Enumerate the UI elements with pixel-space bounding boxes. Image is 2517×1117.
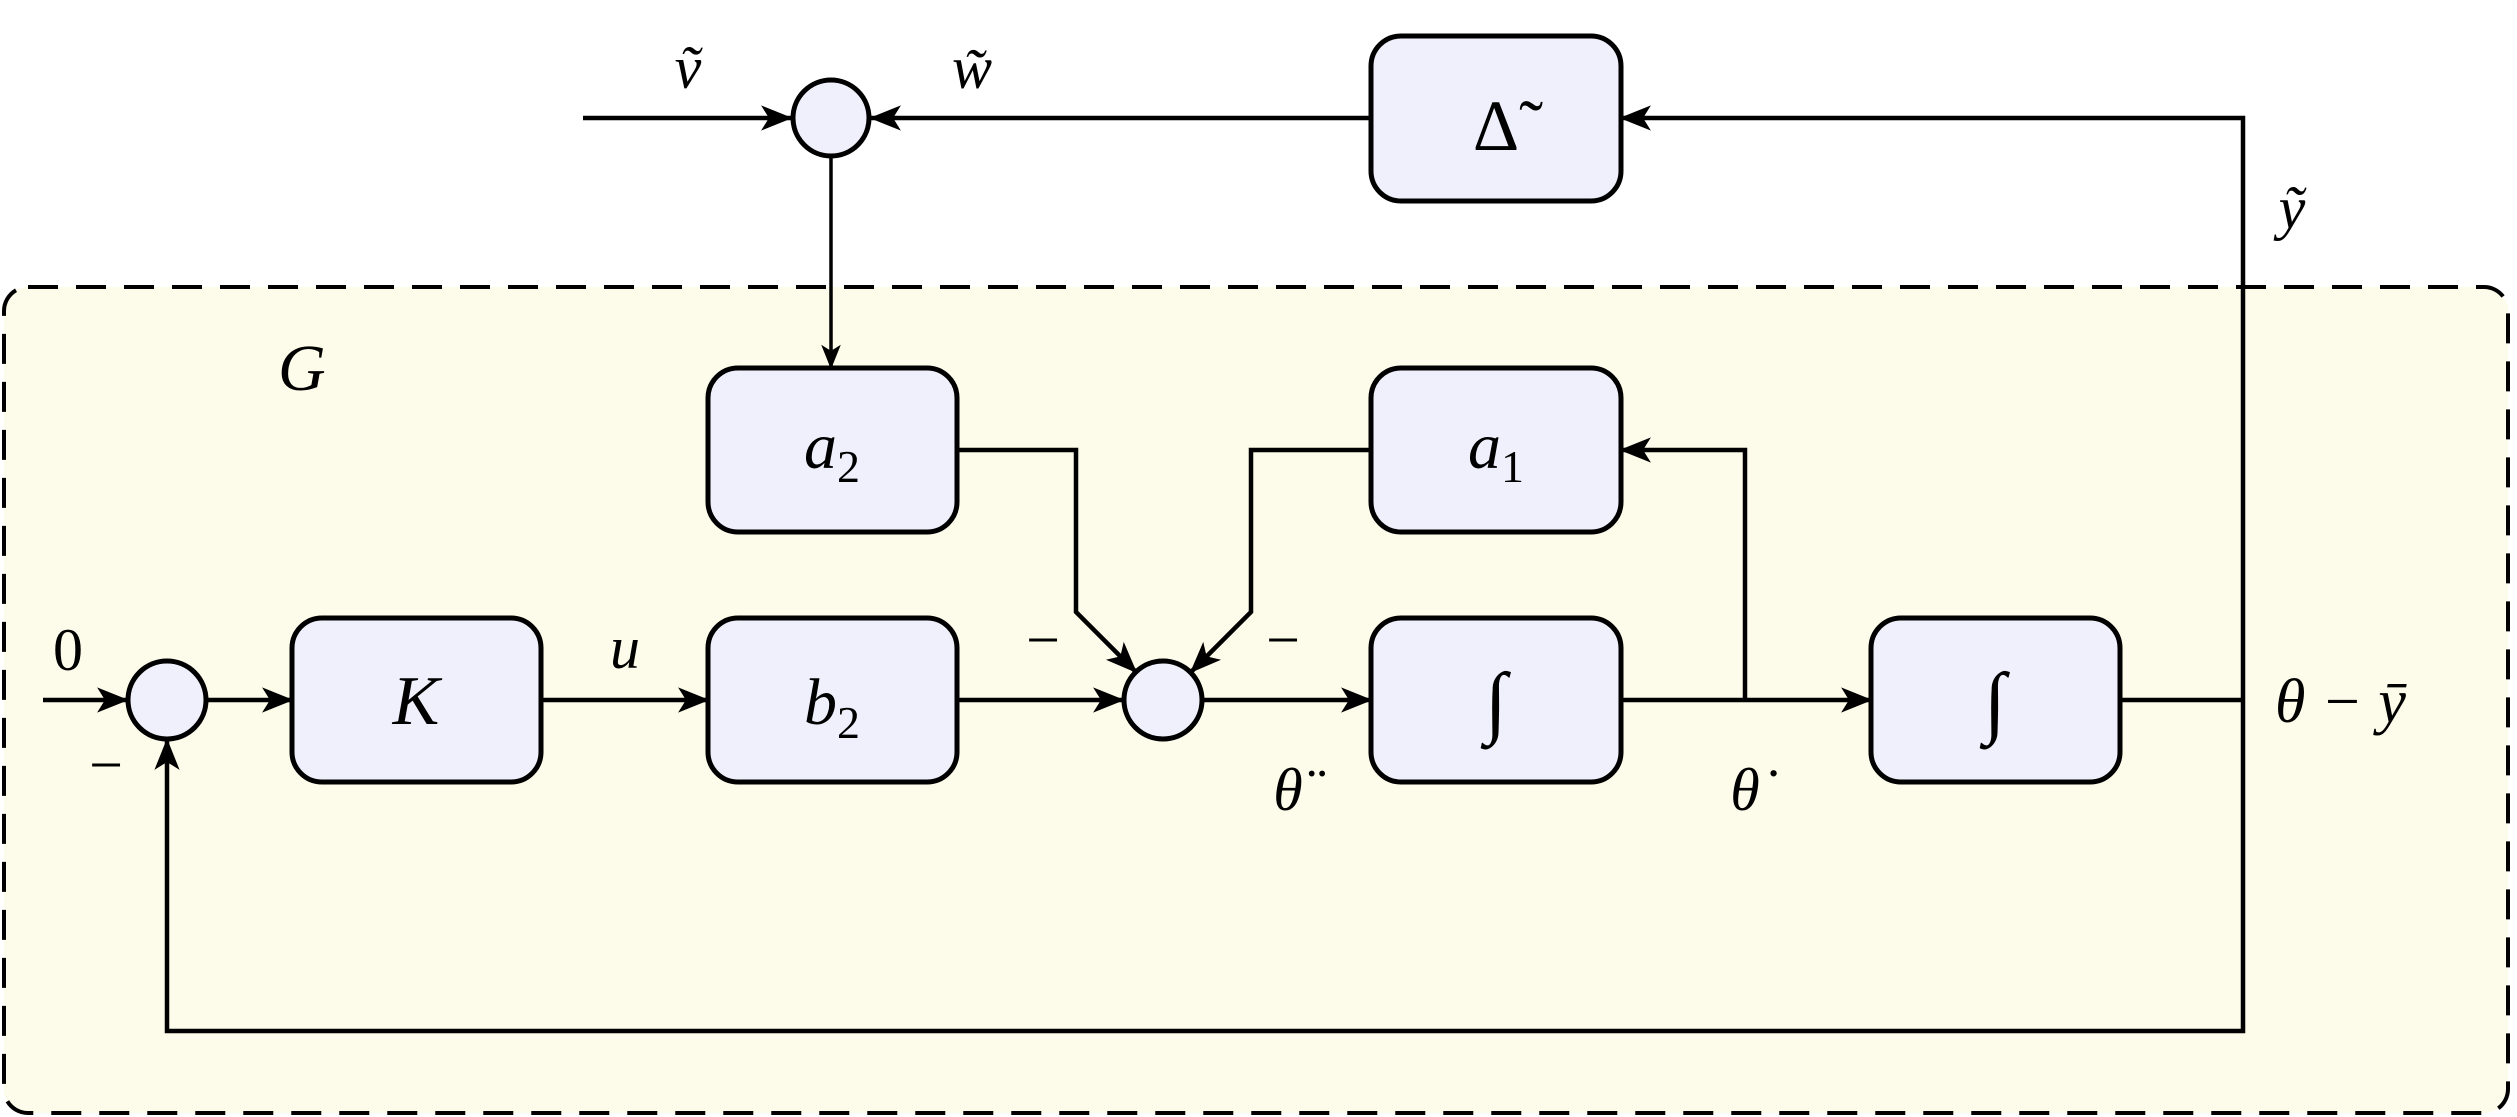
block-a1: a1 [1368, 365, 1624, 535]
block-integrator-2: ∫ [1868, 615, 2123, 785]
signal-label-w-tilde: w̃ [952, 35, 992, 101]
signal-label-v-tilde: ṽ [675, 35, 704, 101]
svg-text:b2: b2 [804, 666, 860, 748]
block-delta: Δ̃ [1368, 33, 1624, 204]
wire-thetadot-to-a1 [1619, 437, 1748, 700]
block-a2: a2 [705, 365, 960, 535]
block-a1-subscript: 1 [1501, 441, 1524, 492]
block-a2-subscript: 2 [837, 441, 860, 492]
block-k-label: K [392, 663, 443, 740]
block-a1-label: a [1468, 410, 1501, 483]
wire-ytilde-to-delta [1619, 105, 2246, 700]
block-integrator-1-label: ∫ [1480, 658, 1512, 750]
block-integrator-1: ∫ [1368, 615, 1624, 785]
block-b2: b2 [705, 615, 960, 785]
signal-label-y-tilde: ỹ [2273, 175, 2307, 241]
block-a2-label: a [804, 410, 837, 483]
svg-text:a2: a2 [804, 410, 860, 492]
sum-node-feedback [125, 658, 209, 742]
svg-text:a1: a1 [1468, 410, 1524, 492]
sign-sum1-feedback: − [89, 732, 123, 798]
block-b2-label: b [804, 666, 837, 739]
block-b2-subscript: 2 [837, 697, 860, 748]
sign-sum2-from-a1: − [1266, 607, 1300, 673]
signal-label-u: u [610, 615, 640, 681]
wire-output-feedback [154, 700, 2246, 1034]
wire-a1-to-sum2 [1189, 447, 1371, 674]
sign-sum2-from-a2: − [1026, 607, 1060, 673]
signal-label-output: θ − ȳ [2275, 668, 2407, 736]
sum-node-acceleration [1121, 658, 1205, 742]
wire-a2-to-sum2 [957, 447, 1138, 674]
block-k: K [289, 615, 544, 785]
block-integrator-2-label: ∫ [1979, 658, 2011, 750]
sum-node-uncertainty [790, 77, 872, 159]
signal-label-zero: 0 [53, 617, 83, 683]
region-label-g: G [278, 332, 326, 405]
